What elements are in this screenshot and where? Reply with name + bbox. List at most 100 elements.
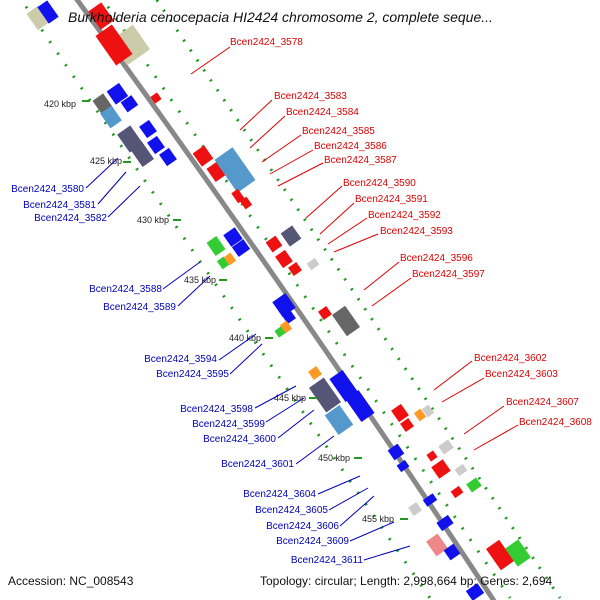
gene-feature-red-10 xyxy=(288,262,302,276)
scale-label-455: 455 kbp xyxy=(362,514,394,524)
leader-3590 xyxy=(305,185,343,219)
gene-label-3596[interactable]: Bcen2424_3596 xyxy=(400,253,473,264)
gene-feature-red-11 xyxy=(318,306,332,320)
gene-label-3591[interactable]: Bcen2424_3591 xyxy=(355,194,428,205)
leader-3578 xyxy=(190,46,231,75)
gene-feature-blue-10 xyxy=(282,310,296,324)
gene-feature-lightgray-3 xyxy=(421,404,435,418)
gene-feature-red-15 xyxy=(431,459,451,479)
gene-feature-blue-3 xyxy=(120,95,139,113)
gene-label-3602[interactable]: Bcen2424_3602 xyxy=(474,353,547,364)
leader-3602 xyxy=(433,360,473,391)
gene-feature-blue-8 xyxy=(231,239,251,257)
gene-label-3589[interactable]: Bcen2424_3589 xyxy=(103,302,176,313)
gene-label-3592[interactable]: Bcen2424_3592 xyxy=(368,210,441,221)
gene-feature-blue-14 xyxy=(396,459,410,473)
gene-feature-red-4 xyxy=(192,145,214,167)
gene-feature-red-6 xyxy=(231,188,245,204)
gene-label-3588[interactable]: Bcen2424_3588 xyxy=(89,284,162,295)
gene-label-3587[interactable]: Bcen2424_3587 xyxy=(324,155,397,166)
gene-label-3594[interactable]: Bcen2424_3594 xyxy=(144,354,217,365)
gene-feature-red-7 xyxy=(239,196,253,210)
gene-label-3603[interactable]: Bcen2424_3603 xyxy=(485,369,558,380)
gene-label-3584[interactable]: Bcen2424_3584 xyxy=(286,107,359,118)
gene-feature-red-12 xyxy=(391,403,409,423)
gene-feature-orange-2 xyxy=(279,320,293,334)
gene-label-3593[interactable]: Bcen2424_3593 xyxy=(380,226,453,237)
leader-3581 xyxy=(97,171,127,205)
gene-label-3578[interactable]: Bcen2424_3578 xyxy=(230,37,303,48)
leader-3598 xyxy=(254,385,297,409)
reverse-gene-labels: Bcen2424_3580 Bcen2424_3581 Bcen2424_358… xyxy=(11,184,363,566)
gene-label-3605[interactable]: Bcen2424_3605 xyxy=(255,505,328,516)
gene-label-3600[interactable]: Bcen2424_3600 xyxy=(203,434,276,445)
gene-label-3590[interactable]: Bcen2424_3590 xyxy=(343,178,416,189)
reverse-leader-lines xyxy=(85,157,411,561)
gene-label-3601[interactable]: Bcen2424_3601 xyxy=(221,459,294,470)
leader-3607 xyxy=(463,405,505,435)
gene-label-3582[interactable]: Bcen2424_3582 xyxy=(34,213,107,224)
gene-feature-blue-11 xyxy=(329,369,359,403)
leader-3586 xyxy=(269,149,314,175)
leader-3583 xyxy=(239,99,273,131)
gene-feature-blue-7 xyxy=(223,227,243,247)
leader-3580 xyxy=(85,157,119,189)
gene-label-3583[interactable]: Bcen2424_3583 xyxy=(274,91,347,102)
leader-3597 xyxy=(371,277,412,307)
forward-gene-labels: Bcen2424_3578 Bcen2424_3583 Bcen2424_358… xyxy=(230,37,592,428)
scale-label-450: 450 kbp xyxy=(318,453,350,463)
leader-3584 xyxy=(249,115,286,149)
leader-3585 xyxy=(261,134,302,163)
gene-feature-green-2 xyxy=(216,256,230,270)
gene-feature-steel-1 xyxy=(100,105,122,129)
gene-feature-blue-17 xyxy=(443,543,461,561)
scale-label-435: 435 kbp xyxy=(184,275,216,285)
gene-label-3598[interactable]: Bcen2424_3598 xyxy=(180,404,253,415)
gene-feature-red-17 xyxy=(485,539,515,571)
gene-feature-red-9 xyxy=(275,249,293,269)
scale-label-440: 440 kbp xyxy=(229,333,261,343)
gene-label-3585[interactable]: Bcen2424_3585 xyxy=(302,126,375,137)
gene-label-3586[interactable]: Bcen2424_3586 xyxy=(314,141,387,152)
scale-label-425: 425 kbp xyxy=(90,156,122,166)
leader-3592 xyxy=(327,217,368,245)
gene-label-3597[interactable]: Bcen2424_3597 xyxy=(412,269,485,280)
gene-feature-slate-2 xyxy=(129,140,155,168)
gene-feature-lightgray-1 xyxy=(408,502,422,516)
gene-feature-red-2 xyxy=(88,2,114,30)
outer-forward-tick-track xyxy=(154,0,562,599)
leader-3600 xyxy=(277,409,315,439)
gene-feature-darkgray-2 xyxy=(331,305,361,337)
forward-leader-lines xyxy=(190,46,519,451)
gene-label-3580[interactable]: Bcen2424_3580 xyxy=(11,184,84,195)
gene-label-3609[interactable]: Bcen2424_3609 xyxy=(276,536,349,547)
gene-label-3611[interactable]: Bcen2424_3611 xyxy=(291,555,364,566)
gene-feature-green-4 xyxy=(466,477,482,493)
leader-3593 xyxy=(333,233,379,253)
gene-feature-red-13 xyxy=(400,418,414,432)
topology-text: Topology: circular; Length: 2,998,664 bp… xyxy=(260,574,553,588)
gene-feature-steel-3 xyxy=(214,147,256,193)
gene-feature-red-14 xyxy=(426,450,438,462)
outer-reverse-tick-track xyxy=(19,0,432,599)
accession-text: Accession: NC_008543 xyxy=(8,574,134,588)
gene-label-3581[interactable]: Bcen2424_3581 xyxy=(23,200,96,211)
gene-feature-blue-1 xyxy=(37,0,59,24)
gene-label-3604[interactable]: Bcen2424_3604 xyxy=(243,489,316,500)
leader-3588 xyxy=(162,261,201,290)
gene-label-3608[interactable]: Bcen2424_3608 xyxy=(519,417,592,428)
leader-3594 xyxy=(218,333,257,361)
gene-label-3607[interactable]: Bcen2424_3607 xyxy=(506,397,579,408)
gene-label-3595[interactable]: Bcen2424_3595 xyxy=(156,369,229,380)
leader-3609 xyxy=(349,521,395,542)
gene-feature-blue-13 xyxy=(387,443,405,461)
gene-label-3606[interactable]: Bcen2424_3606 xyxy=(266,521,339,532)
gene-label-3599[interactable]: Bcen2424_3599 xyxy=(192,419,265,430)
leader-3608 xyxy=(473,424,519,451)
gene-feature-blue-18 xyxy=(465,583,485,600)
gene-feature-green-3 xyxy=(274,326,286,338)
leader-3589 xyxy=(177,275,211,307)
gene-feature-orange-3 xyxy=(308,366,322,380)
